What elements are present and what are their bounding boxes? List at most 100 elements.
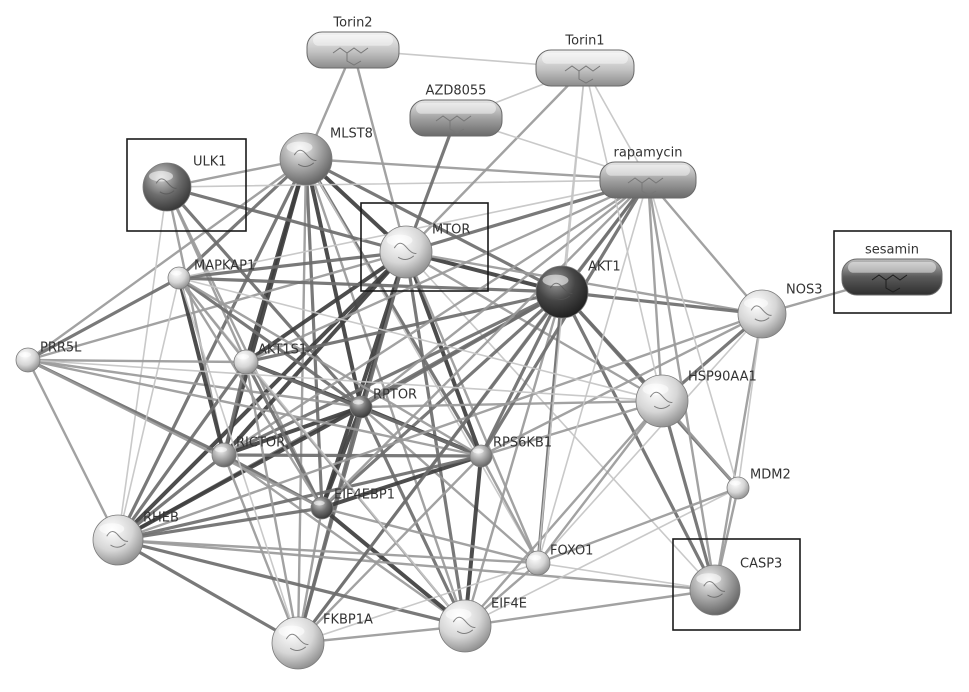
compound-azd8055[interactable]: AZD8055: [409, 84, 503, 137]
edge-hsp90aa1-mapkap1: [178, 277, 663, 402]
compound-label-sesamin: sesamin: [865, 243, 919, 258]
protein-structure-glyph: [293, 149, 317, 167]
protein-structure-glyph: [649, 391, 673, 409]
compound-rapamycin[interactable]: rapamycin: [599, 146, 697, 199]
node-nos3[interactable]: NOS3: [737, 283, 822, 339]
edge-rheb-mapkap1: [117, 277, 180, 541]
node-sphere: [92, 514, 144, 566]
edge-ulk1-rptor: [165, 185, 363, 409]
edge-rptor-fkbp1a: [296, 405, 363, 645]
edge-eif4ebp1-rapamycin: [320, 178, 650, 510]
node-label-akt1: AKT1: [588, 260, 621, 275]
node-sphere: [525, 550, 551, 576]
edge-fkbp1a-mapkap1: [178, 277, 299, 644]
node-sphere: [142, 162, 192, 212]
node-highlight: [237, 353, 249, 360]
node-eif4e[interactable]: EIF4E: [438, 597, 527, 653]
edge-rps6kb1-foxo1: [479, 454, 540, 565]
node-label-ulk1: ULK1: [193, 155, 227, 170]
node-sphere: [469, 444, 493, 468]
compound-torin1[interactable]: Torin1: [535, 34, 635, 87]
node-rictor[interactable]: RICTOR: [211, 436, 285, 468]
node-rptor[interactable]: RPTOR: [349, 388, 417, 419]
protein-structure-glyph: [393, 242, 417, 260]
node-highlight: [696, 573, 722, 585]
node-highlight: [642, 383, 669, 396]
node-label-nos3: NOS3: [786, 283, 822, 298]
node-fkbp1a[interactable]: FKBP1A: [271, 613, 373, 670]
edge-foxo1-rapamycin: [537, 179, 649, 564]
node-sphere: [15, 347, 41, 373]
node-mlst8[interactable]: MLST8: [279, 127, 373, 186]
node-foxo1[interactable]: FOXO1: [525, 544, 593, 576]
edge-mtor-foxo1: [404, 250, 540, 565]
edge-rptor-rictor: [222, 405, 363, 457]
node-label-foxo1: FOXO1: [550, 544, 593, 559]
casp3-highlight-box: [672, 538, 801, 631]
node-label-eif4e: EIF4E: [491, 597, 527, 612]
node-highlight: [215, 446, 227, 453]
protein-structure-glyph: [452, 616, 476, 634]
node-highlight: [99, 523, 125, 535]
compound-gloss: [416, 103, 496, 114]
node-sphere: [737, 289, 787, 339]
edge-rptor-eif4e: [359, 405, 467, 628]
node-rps6kb1[interactable]: RPS6KB1: [469, 436, 552, 468]
edge-rps6kb1-nos3: [479, 312, 764, 458]
edge-foxo1-casp3: [537, 562, 716, 591]
node-highlight: [542, 274, 569, 287]
edge-nos3-rapamycin: [646, 178, 764, 316]
edge-fkbp1a-foxo1: [297, 562, 539, 644]
edge-mtor-torin2: [351, 48, 408, 254]
compound-pill: [409, 99, 503, 137]
compound-torin2[interactable]: Torin2: [306, 16, 400, 69]
compound-sesamin[interactable]: sesamin: [841, 243, 943, 296]
node-sphere: [635, 374, 689, 428]
edge-rptor-prr5l: [26, 358, 363, 409]
protein-structure-glyph: [285, 633, 309, 651]
node-sphere: [167, 266, 191, 290]
node-label-hsp90aa1: HSP90AA1: [688, 370, 757, 385]
edge-rheb-prr5l: [26, 358, 120, 542]
edge-rictor-mapkap1: [177, 276, 226, 457]
edge-mlst8-rheb: [116, 157, 308, 542]
node-mapkap1[interactable]: MAPKAP1: [167, 259, 255, 290]
edge-akt1s1-mapkap1: [177, 276, 248, 364]
node-prr5l[interactable]: PRR5L: [15, 341, 82, 373]
node-rheb[interactable]: RHEB: [92, 511, 179, 566]
node-label-rictor: RICTOR: [236, 436, 285, 451]
node-label-prr5l: PRR5L: [40, 341, 82, 356]
node-highlight: [529, 554, 541, 561]
molecule-structure-glyph: [871, 274, 908, 293]
compound-gloss: [313, 35, 393, 46]
edge-mtor-mapkap1: [177, 250, 408, 280]
node-akt1s1[interactable]: AKT1S1: [233, 343, 307, 375]
node-sphere: [535, 265, 589, 319]
node-sphere: [726, 476, 750, 500]
mtor-highlight-box: [360, 202, 489, 292]
edge-hsp90aa1-torin1: [584, 67, 663, 402]
node-mtor[interactable]: MTOR: [379, 223, 470, 279]
edge-mlst8-fkbp1a: [296, 157, 308, 645]
edge-akt1-akt1s1: [244, 290, 564, 364]
edge-rptor-rheb: [116, 405, 363, 542]
protein-structure-glyph: [106, 531, 129, 548]
edge-rheb-nos3: [116, 312, 764, 542]
node-hsp90aa1[interactable]: HSP90AA1: [635, 370, 757, 428]
node-akt1[interactable]: AKT1: [535, 260, 621, 319]
compound-pill: [841, 258, 943, 296]
node-highlight: [313, 500, 325, 506]
node-eif4ebp1[interactable]: EIF4EBP1: [310, 488, 395, 520]
node-highlight: [472, 448, 484, 454]
edge-mlst8-prr5l: [26, 157, 308, 362]
node-casp3[interactable]: CASP3: [689, 557, 782, 616]
edge-rheb-eif4e: [116, 538, 467, 628]
node-label-mlst8: MLST8: [330, 127, 373, 142]
node-sphere: [689, 564, 741, 616]
edge-rictor-rapamycin: [222, 178, 650, 457]
node-sphere: [279, 132, 333, 186]
node-mdm2[interactable]: MDM2: [726, 468, 791, 500]
compound-pill: [599, 161, 697, 199]
node-ulk1[interactable]: ULK1: [142, 155, 227, 212]
